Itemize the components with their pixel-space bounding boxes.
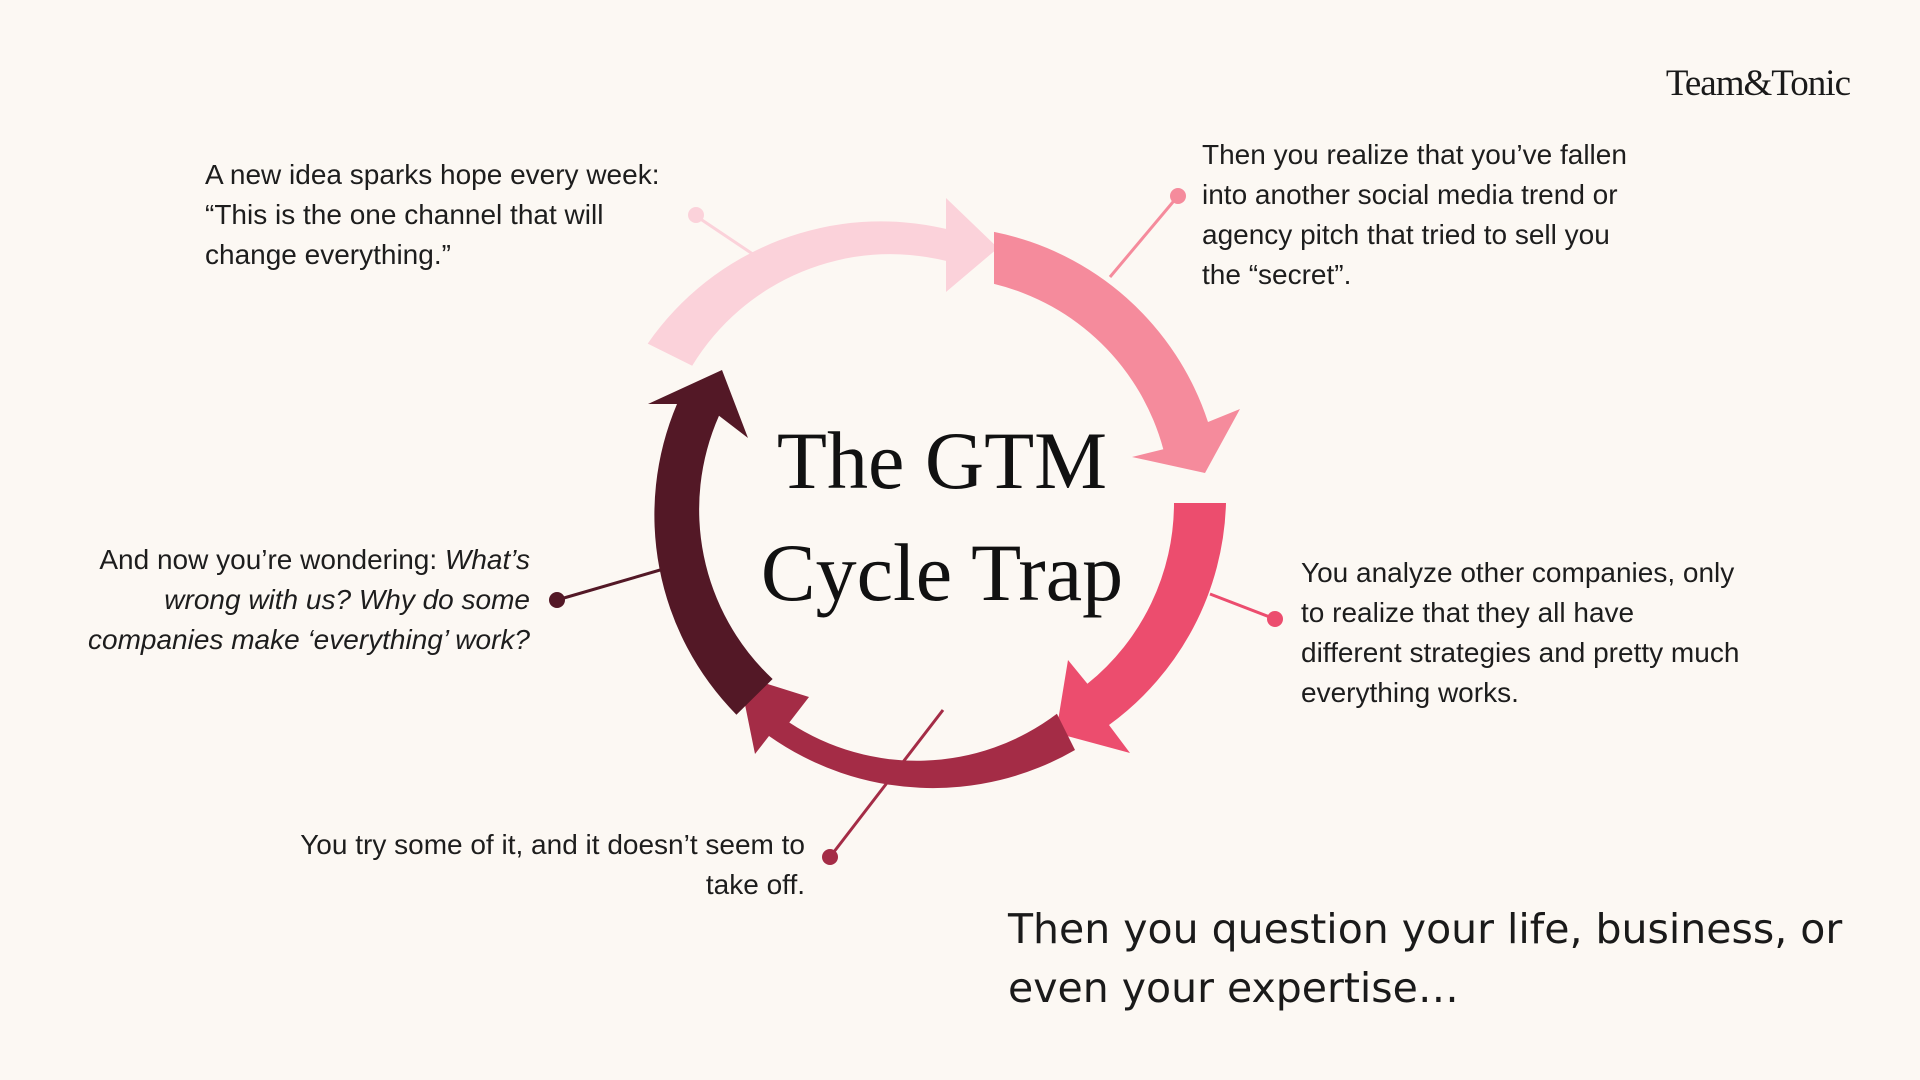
step-1-caption: A new idea sparks hope every week: “This… <box>205 159 660 270</box>
diagram-title-line-1: The GTM <box>776 415 1108 506</box>
leader-dot-1 <box>688 207 704 223</box>
leader-dot-2 <box>1170 188 1186 204</box>
leader-dot-5 <box>549 592 565 608</box>
brand-logo: Team&Tonic <box>1665 63 1851 104</box>
cycle-arrow-2 <box>994 231 1240 473</box>
diagram-title-line-2: Cycle Trap <box>760 527 1124 618</box>
step-5-caption-italic: What’s wrong with us? Why do some compan… <box>88 544 530 655</box>
step-5-caption-plain: And now you’re wondering: <box>99 544 445 575</box>
step-2-caption: Then you realize that you’ve fallen into… <box>1202 139 1627 290</box>
leader-dot-4 <box>822 849 838 865</box>
diagram-title: The GTM Cycle Trap <box>742 405 1142 629</box>
leader-line-2 <box>1108 195 1180 278</box>
cycle-arrow-3 <box>1056 503 1226 753</box>
cycle-arrow-5 <box>648 370 773 715</box>
leader-line-3 <box>1209 592 1276 621</box>
step-4-caption: You try some of it, and it doesn’t seem … <box>300 829 805 900</box>
cycle-arrow-1 <box>647 198 998 366</box>
step-3-caption: You analyze other companies, only to rea… <box>1301 557 1740 708</box>
leader-lines <box>549 188 1283 865</box>
leader-dot-3 <box>1267 611 1283 627</box>
leader-line-5 <box>556 566 668 602</box>
cycle-arrows <box>647 198 1240 789</box>
cycle-arrow-4 <box>739 675 1075 789</box>
step-5-caption: And now you’re wondering: What’s wrong w… <box>40 540 530 660</box>
conclusion-text: Then you question your life, business, o… <box>1008 905 1843 1012</box>
